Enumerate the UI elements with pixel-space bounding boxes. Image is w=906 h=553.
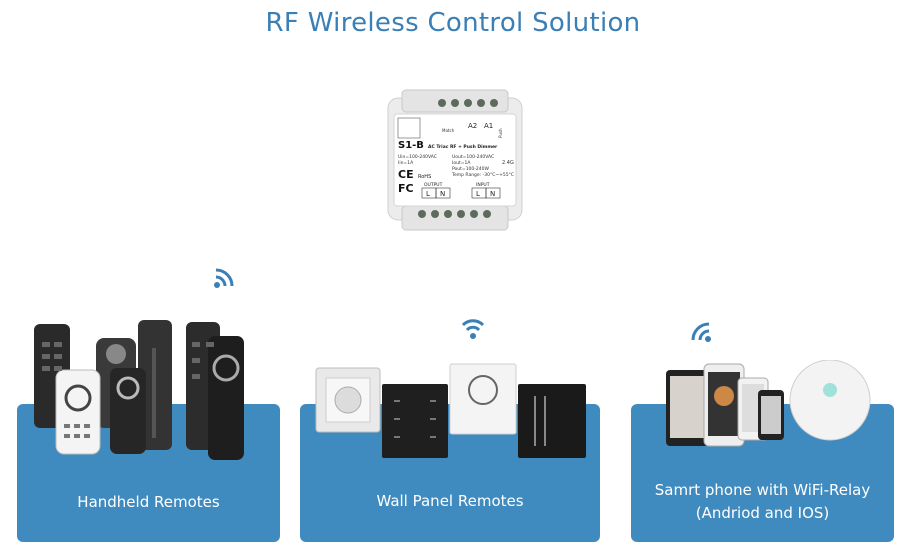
wall-panels-image — [315, 363, 586, 458]
dimmer-spec-right-1: Uout=100-240VAC — [452, 154, 494, 160]
fc-mark: FC — [398, 182, 414, 195]
ce-mark: CE — [398, 168, 414, 181]
dimmer-output-label: OUTPUT — [424, 182, 443, 188]
dimmer-input-label: INPUT — [476, 182, 490, 188]
dimmer-subtitle: AC Triac RF + Push Dimmer — [428, 144, 498, 150]
input-terminal-l: L — [476, 190, 480, 198]
dimmer-spec-left-1: Uin=100-240VAC — [398, 154, 437, 160]
rohs-mark: RoHS — [418, 174, 431, 180]
dimmer-spec-right-4: Temp Range: -30°C~+55°C — [451, 172, 514, 178]
dimmer-freq: 2.4G — [502, 160, 514, 166]
smartphones-relay-image — [666, 360, 871, 447]
dimmer-module: A2 A1 Match Push S1-B AC Triac RF + Push… — [387, 89, 523, 231]
smartphone-wifi-label-line1: Samrt phone with WiFi-Relay — [654, 481, 871, 499]
smartphone-wifi-label-line2: (Andriod and IOS) — [695, 504, 830, 522]
dimmer-spec-right-2: Iout=1A — [452, 160, 471, 166]
wall-panel-remotes-label: Wall Panel Remotes — [376, 492, 524, 510]
output-terminal-n: N — [440, 190, 445, 198]
dimmer-match-label: Match — [442, 128, 455, 133]
page-title: RF Wireless Control Solution — [265, 8, 641, 38]
input-terminal-n: N — [490, 190, 495, 198]
wifi-icon — [691, 322, 711, 342]
wifi-icon — [214, 268, 234, 288]
dimmer-push-label: Push — [498, 128, 503, 138]
output-terminal-l: L — [426, 190, 430, 198]
dimmer-spec-left-2: Iin=1A — [398, 160, 414, 166]
dimmer-terminal-a1: A1 — [484, 122, 493, 130]
dimmer-model: S1-B — [398, 140, 424, 151]
handheld-remotes-image — [34, 320, 244, 460]
handheld-remotes-label: Handheld Remotes — [77, 493, 220, 511]
dimmer-terminal-a2: A2 — [468, 122, 477, 130]
dimmer-spec-right-3: Pout=100-240W — [452, 166, 489, 172]
wifi-icon — [461, 319, 485, 339]
